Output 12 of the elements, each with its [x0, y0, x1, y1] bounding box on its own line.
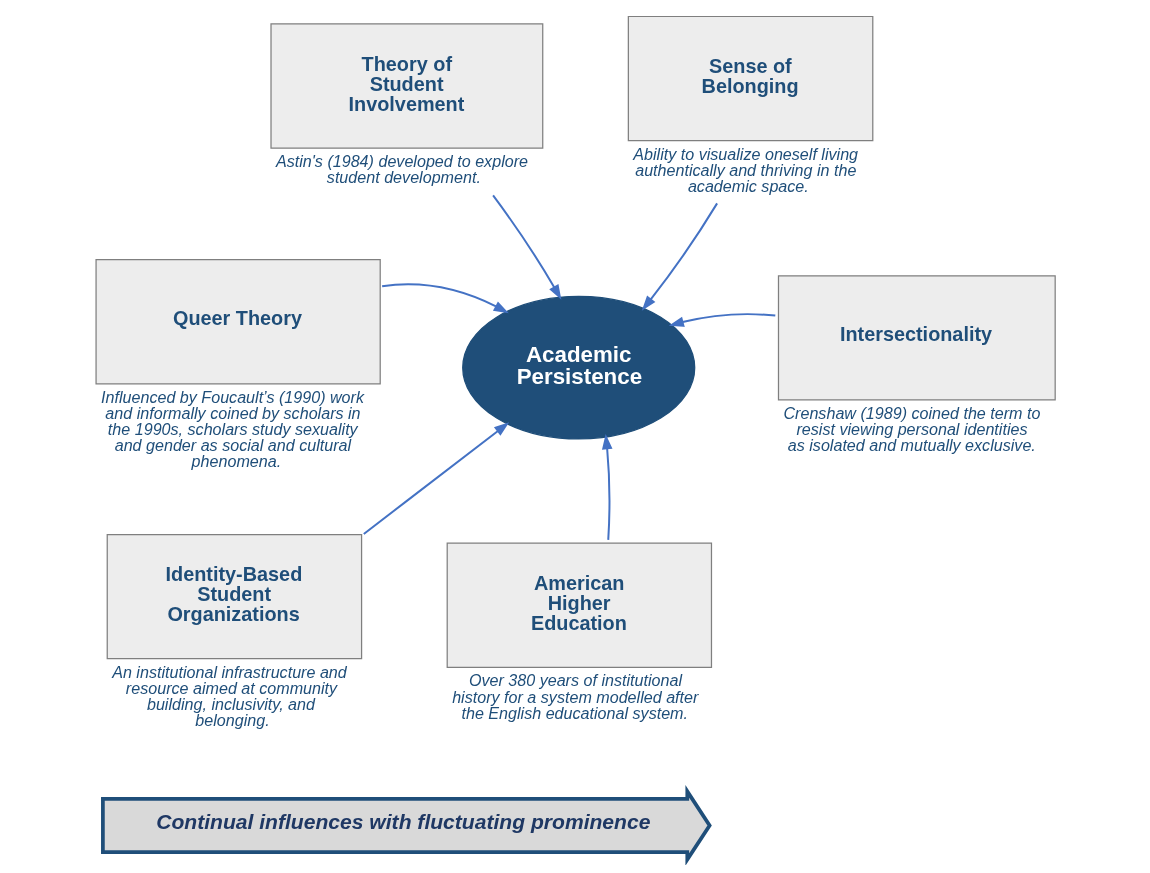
node-label: Crenshaw (1989) coined the term to resist viewing personal identities as isolated and mutually exclusive.: [783, 404, 1041, 455]
node-label: Over 380 years of institutional history for a system modelled after the English educational system.: [452, 671, 699, 722]
node-label: Astin's (1984) developed to explore student development.: [275, 152, 529, 187]
arrow: [492, 194, 562, 300]
node-label: Ability to visualize oneself living authentically and thriving in the academic space.: [633, 144, 859, 195]
arrow: [601, 434, 613, 541]
arrow: [381, 283, 509, 314]
arrow: [641, 202, 719, 311]
arrow: [668, 313, 777, 327]
node-label: Influenced by Foucault’s (1990) work and informally coined by scholars in the 1990s, scholars study sexuality and gender as social and cultural phenomena.: [101, 387, 364, 471]
arrow: [362, 422, 510, 535]
node-label: An institutional infrastructure and resource aimed at community building, inclusivity, and belonging.: [112, 662, 347, 730]
